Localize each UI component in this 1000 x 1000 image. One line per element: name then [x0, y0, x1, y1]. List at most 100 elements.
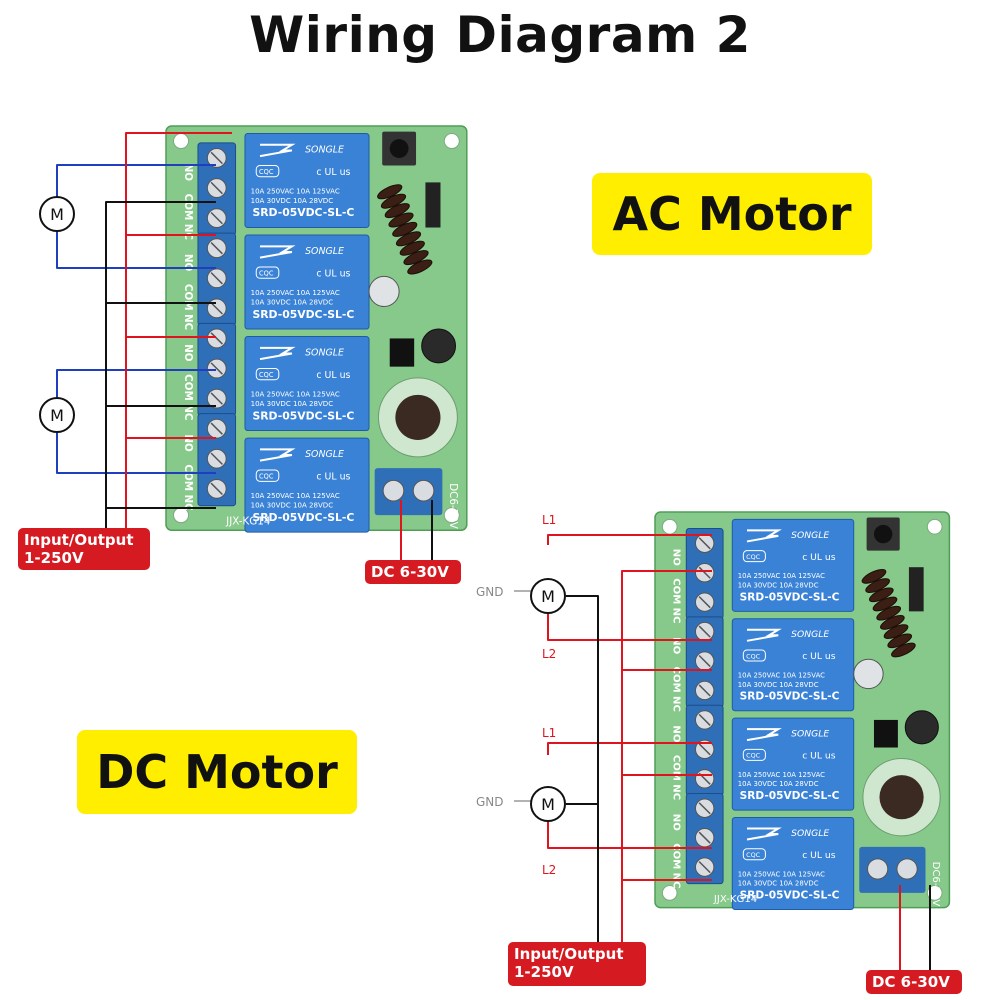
relay-rating-1: 10A 250VAC 10A 125VAC — [251, 390, 340, 399]
relay-logo — [746, 827, 782, 841]
screw-slot — [210, 362, 223, 375]
power-silk-label: DC6-30V — [447, 483, 459, 529]
relay-body — [731, 518, 855, 612]
cqc-text: CQC — [746, 851, 761, 859]
ac-io-label-text: 1-250V — [24, 549, 84, 567]
power-terminal — [374, 468, 443, 516]
terminal-silk-label: NO — [670, 549, 681, 566]
mounting-hole — [661, 518, 678, 535]
relay-rating-1: 10A 250VAC 10A 125VAC — [251, 187, 340, 196]
screw-slot — [210, 392, 223, 405]
ac-io-label-bg — [18, 528, 150, 570]
ul-mark: c UL us — [316, 471, 350, 482]
relay-rating-1: 10A 250VAC 10A 125VAC — [251, 288, 340, 297]
terminal-silk-label: COM — [182, 374, 194, 401]
antenna-coil-turn — [403, 250, 429, 266]
relay-model: SRD-05VDC-SL-C — [740, 790, 840, 802]
cqc-mark — [742, 848, 766, 861]
relay-model: SRD-05VDC-SL-C — [252, 308, 354, 321]
relay-rating-2: 10A 30VDC 10A 28VDC — [738, 681, 819, 689]
screw-slot — [210, 272, 223, 285]
ul-mark: c UL us — [802, 651, 836, 662]
cqc-mark — [255, 164, 280, 178]
relay-rating-1: 10A 250VAC 10A 125VAC — [251, 491, 340, 500]
relay-brand: SONGLE — [305, 449, 344, 460]
power-screw — [867, 858, 889, 880]
cqc-text: CQC — [746, 752, 761, 760]
mounting-hole — [661, 885, 678, 901]
relay-logo — [259, 448, 296, 462]
relay-rating-1: 10A 250VAC 10A 125VAC — [738, 672, 825, 680]
terminal-silk-label: NC — [670, 608, 681, 624]
power-silk-label: DC6-30V — [930, 862, 941, 907]
terminal-silk-label: COM — [670, 843, 681, 869]
relay-logo — [746, 529, 782, 543]
ic-chip — [389, 338, 415, 367]
screw-slot — [698, 861, 711, 874]
push-button-cap — [389, 139, 409, 158]
relay-brand: SONGLE — [305, 246, 344, 257]
relay-model: SRD-05VDC-SL-C — [740, 591, 840, 603]
relay-rating-2: 10A 30VDC 10A 28VDC — [251, 298, 334, 307]
relay-brand: SONGLE — [305, 144, 344, 155]
ul-mark: c UL us — [802, 552, 836, 563]
ul-mark: c UL us — [316, 370, 350, 381]
antenna-coil-turn — [377, 184, 403, 200]
dc-io-label-text: 1-250V — [514, 963, 574, 981]
relay-body — [244, 336, 370, 432]
cqc-mark — [742, 550, 766, 563]
wire-black — [105, 201, 216, 540]
relay-model: SRD-05VDC-SL-C — [252, 206, 354, 219]
header-pins — [908, 567, 924, 612]
screw-slot — [698, 596, 711, 609]
screw-slot — [698, 566, 711, 579]
screw-slot — [210, 211, 223, 225]
power-terminal — [859, 846, 926, 893]
terminal-silk-label: NO — [182, 434, 194, 452]
relay-brand: SONGLE — [791, 828, 829, 839]
wire-red — [125, 132, 232, 540]
dc-wiring: MM — [514, 534, 931, 975]
screw-slot — [210, 452, 223, 465]
header-pins — [425, 182, 441, 228]
l2-label: L2 — [542, 647, 556, 661]
motor-label: M — [50, 205, 64, 224]
relay-rating-1: 10A 250VAC 10A 125VAC — [738, 572, 825, 580]
cqc-mark — [255, 469, 280, 482]
screw-slot — [210, 151, 223, 165]
cqc-mark — [742, 748, 766, 761]
terminal-silk-label: COM — [670, 578, 681, 604]
l1-label: L1 — [542, 726, 556, 740]
capacitor — [853, 658, 884, 690]
terminal-silk-label: NC — [182, 224, 194, 240]
relay-rating-2: 10A 30VDC 10A 28VDC — [251, 399, 334, 408]
cqc-mark — [255, 266, 280, 279]
mounting-hole — [173, 133, 190, 150]
push-button-cap — [873, 524, 893, 544]
antenna-coil-turn — [887, 633, 913, 649]
cqc-text: CQC — [259, 371, 274, 379]
relay-body — [244, 234, 370, 330]
ac-power-label-text: DC 6-30V — [371, 563, 449, 581]
terminal-silk-label: NC — [182, 494, 194, 510]
relay-brand: SONGLE — [791, 629, 829, 640]
terminal-silk-label: NO — [670, 637, 681, 654]
relay-rating-2: 10A 30VDC 10A 28VDC — [738, 880, 819, 888]
antenna-coil-turn — [880, 615, 905, 630]
motor-label: M — [541, 587, 555, 606]
power-screw — [382, 479, 405, 502]
relay-logo — [259, 346, 296, 361]
antenna-coil-turn — [384, 203, 410, 219]
motor-symbol — [530, 578, 566, 614]
motor-symbol — [39, 196, 75, 232]
antenna-coil-turn — [876, 605, 902, 621]
relay-brand: SONGLE — [791, 728, 829, 739]
cqc-text: CQC — [259, 168, 274, 176]
terminal-silk-label: COM — [182, 194, 194, 221]
ac-motor-callout: AC Motor — [592, 173, 872, 255]
relay-body — [731, 816, 855, 910]
terminal-silk-label: NO — [182, 164, 194, 182]
